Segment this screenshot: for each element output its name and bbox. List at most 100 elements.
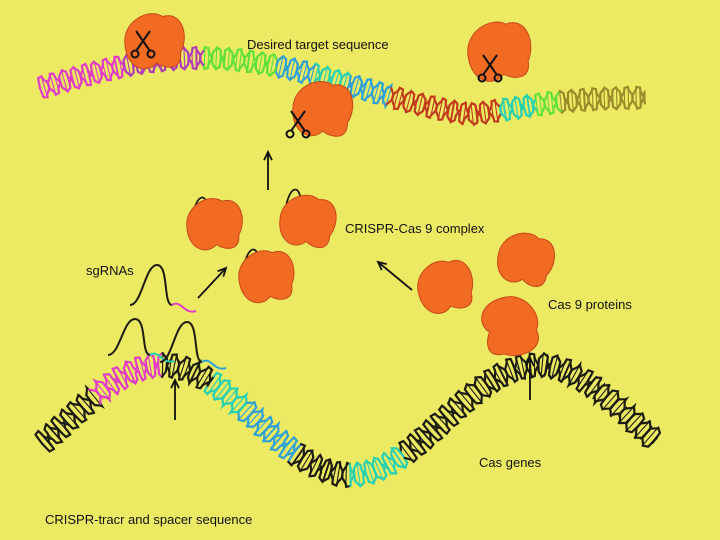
helix-backbone <box>308 65 352 93</box>
scissors-blade <box>290 110 306 132</box>
helix-rung <box>93 61 100 83</box>
bound-cas9-protein <box>292 81 354 137</box>
helix-rung <box>391 448 405 468</box>
helix-rung <box>550 355 559 379</box>
helix-backbone <box>122 45 206 76</box>
helix-rung <box>214 381 231 400</box>
cas9-protein <box>497 232 555 288</box>
helix-backbone <box>348 451 409 488</box>
protein-shape <box>238 250 295 304</box>
helix-rung <box>583 92 586 107</box>
helix-rung <box>365 82 372 99</box>
dna-helices <box>34 45 662 489</box>
helix-backbone <box>275 54 312 86</box>
helix-rung <box>345 465 348 484</box>
helix-rung <box>373 457 384 481</box>
scissors-icon <box>477 54 503 83</box>
helix-rung <box>258 52 263 74</box>
helix-rung <box>215 47 218 69</box>
helix-rung <box>470 105 474 123</box>
helix-backbone <box>161 353 216 390</box>
cas9-complex-protein <box>279 194 337 249</box>
helix-rung <box>356 462 361 487</box>
helix-rung <box>570 89 574 112</box>
helix-rung <box>60 70 68 92</box>
cas9-protein <box>417 259 473 314</box>
rna-tail <box>149 352 175 363</box>
scissors-blade <box>135 30 151 52</box>
helix-rung <box>482 101 487 124</box>
protein-shape <box>292 81 354 137</box>
helix-backbone <box>236 406 299 463</box>
helix-backbone <box>385 86 502 127</box>
up-arrow-icon <box>170 377 180 420</box>
helix-backbone <box>499 93 539 121</box>
helix-rung <box>422 431 431 441</box>
helix-backbone <box>349 447 406 487</box>
up-arrow-icon <box>525 355 535 400</box>
helix-rung <box>392 449 405 467</box>
helix-rung <box>246 52 250 70</box>
helix-rung <box>458 391 474 409</box>
helix-backbone <box>87 352 164 404</box>
helix-backbone <box>536 91 563 117</box>
scissors-handle <box>301 129 311 139</box>
helix-backbone <box>203 379 249 414</box>
helix-rung <box>126 362 136 382</box>
target-dna-helix <box>36 45 646 127</box>
helix-rung <box>393 90 400 107</box>
helix-rung <box>70 402 87 420</box>
helix-rung <box>365 460 375 484</box>
helix-rung <box>450 102 456 121</box>
helix-rung <box>148 357 153 376</box>
helix-rung <box>452 409 456 413</box>
helix-rung <box>615 88 618 109</box>
scissors-handle <box>146 49 156 59</box>
scissors-handle <box>130 49 140 59</box>
helix-rung <box>322 460 331 482</box>
helix-rung <box>263 424 279 442</box>
arrows <box>170 149 535 420</box>
rna-loop <box>159 320 203 363</box>
arrow-shaft <box>197 267 227 299</box>
helix-rung <box>540 356 544 375</box>
helix-backbone <box>274 57 317 85</box>
helix-rung <box>161 353 164 377</box>
helix-rung <box>399 444 413 461</box>
helix-rung <box>238 50 243 71</box>
helix-rung <box>603 88 606 109</box>
arrow-head <box>263 149 273 161</box>
scissors-handle <box>493 73 503 83</box>
helix-rung <box>114 61 118 74</box>
arrow-shaft <box>377 261 413 291</box>
helix-rung <box>301 63 308 82</box>
helix-rung <box>188 362 200 384</box>
helix-backbone <box>296 443 352 489</box>
helix-rung <box>496 363 508 386</box>
cas9-protein <box>481 296 539 356</box>
sgrna-strand <box>129 263 197 313</box>
genome-dna-helix <box>34 351 662 489</box>
helix-rung <box>546 94 550 112</box>
helix-rung <box>263 424 278 441</box>
rna-tail <box>201 359 227 370</box>
helix-backbone <box>161 352 214 389</box>
helix-rung <box>73 68 80 87</box>
helix-rung <box>227 49 231 69</box>
helix-rung <box>309 65 316 84</box>
helix-rung <box>514 97 519 119</box>
helix-backbone <box>348 75 393 105</box>
helix-rung <box>405 90 413 113</box>
helix-rung <box>64 420 68 424</box>
helix-backbone <box>558 85 646 114</box>
helix-rung <box>246 50 251 72</box>
helix-backbone <box>202 45 278 78</box>
target-sequence-label: Desired target sequence <box>247 37 389 52</box>
sgrnas-label: sgRNAs <box>86 263 134 278</box>
arrow-head <box>170 377 180 389</box>
helix-backbone <box>36 57 126 97</box>
scissors-icon <box>285 110 311 139</box>
arrow-head <box>376 260 387 271</box>
protein-shape <box>279 194 337 249</box>
